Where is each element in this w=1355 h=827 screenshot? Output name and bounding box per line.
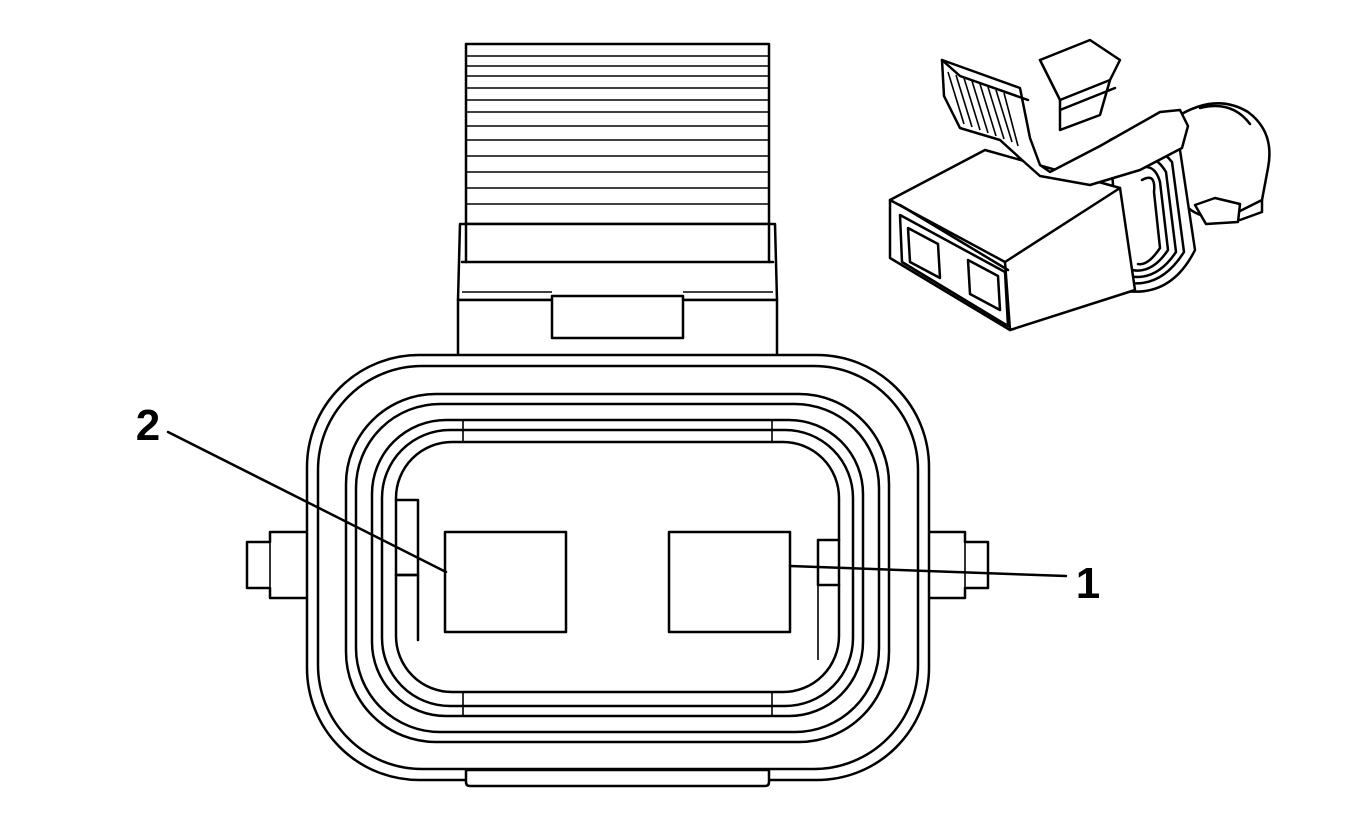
connector-front-view (245, 42, 990, 788)
iso-locking-latch (940, 38, 1190, 187)
callout-1: 1 (788, 559, 1100, 608)
locking-tab (456, 42, 779, 364)
iso-cavity-2 (906, 226, 942, 280)
callout-2: 2 (136, 401, 448, 574)
terminal-cavity-2 (443, 530, 568, 634)
side-latch-left (245, 530, 310, 600)
leader-line-2 (166, 430, 448, 574)
leader-line-1 (788, 564, 1068, 578)
side-latch-right (926, 530, 990, 600)
terminal-cavity-1 (667, 530, 792, 634)
connector-body (305, 353, 931, 788)
connector-isometric-view (888, 38, 1271, 332)
pin-label-2: 2 (136, 401, 160, 450)
pin-label-1: 1 (1076, 559, 1100, 608)
iso-cavity-1 (966, 258, 1002, 312)
